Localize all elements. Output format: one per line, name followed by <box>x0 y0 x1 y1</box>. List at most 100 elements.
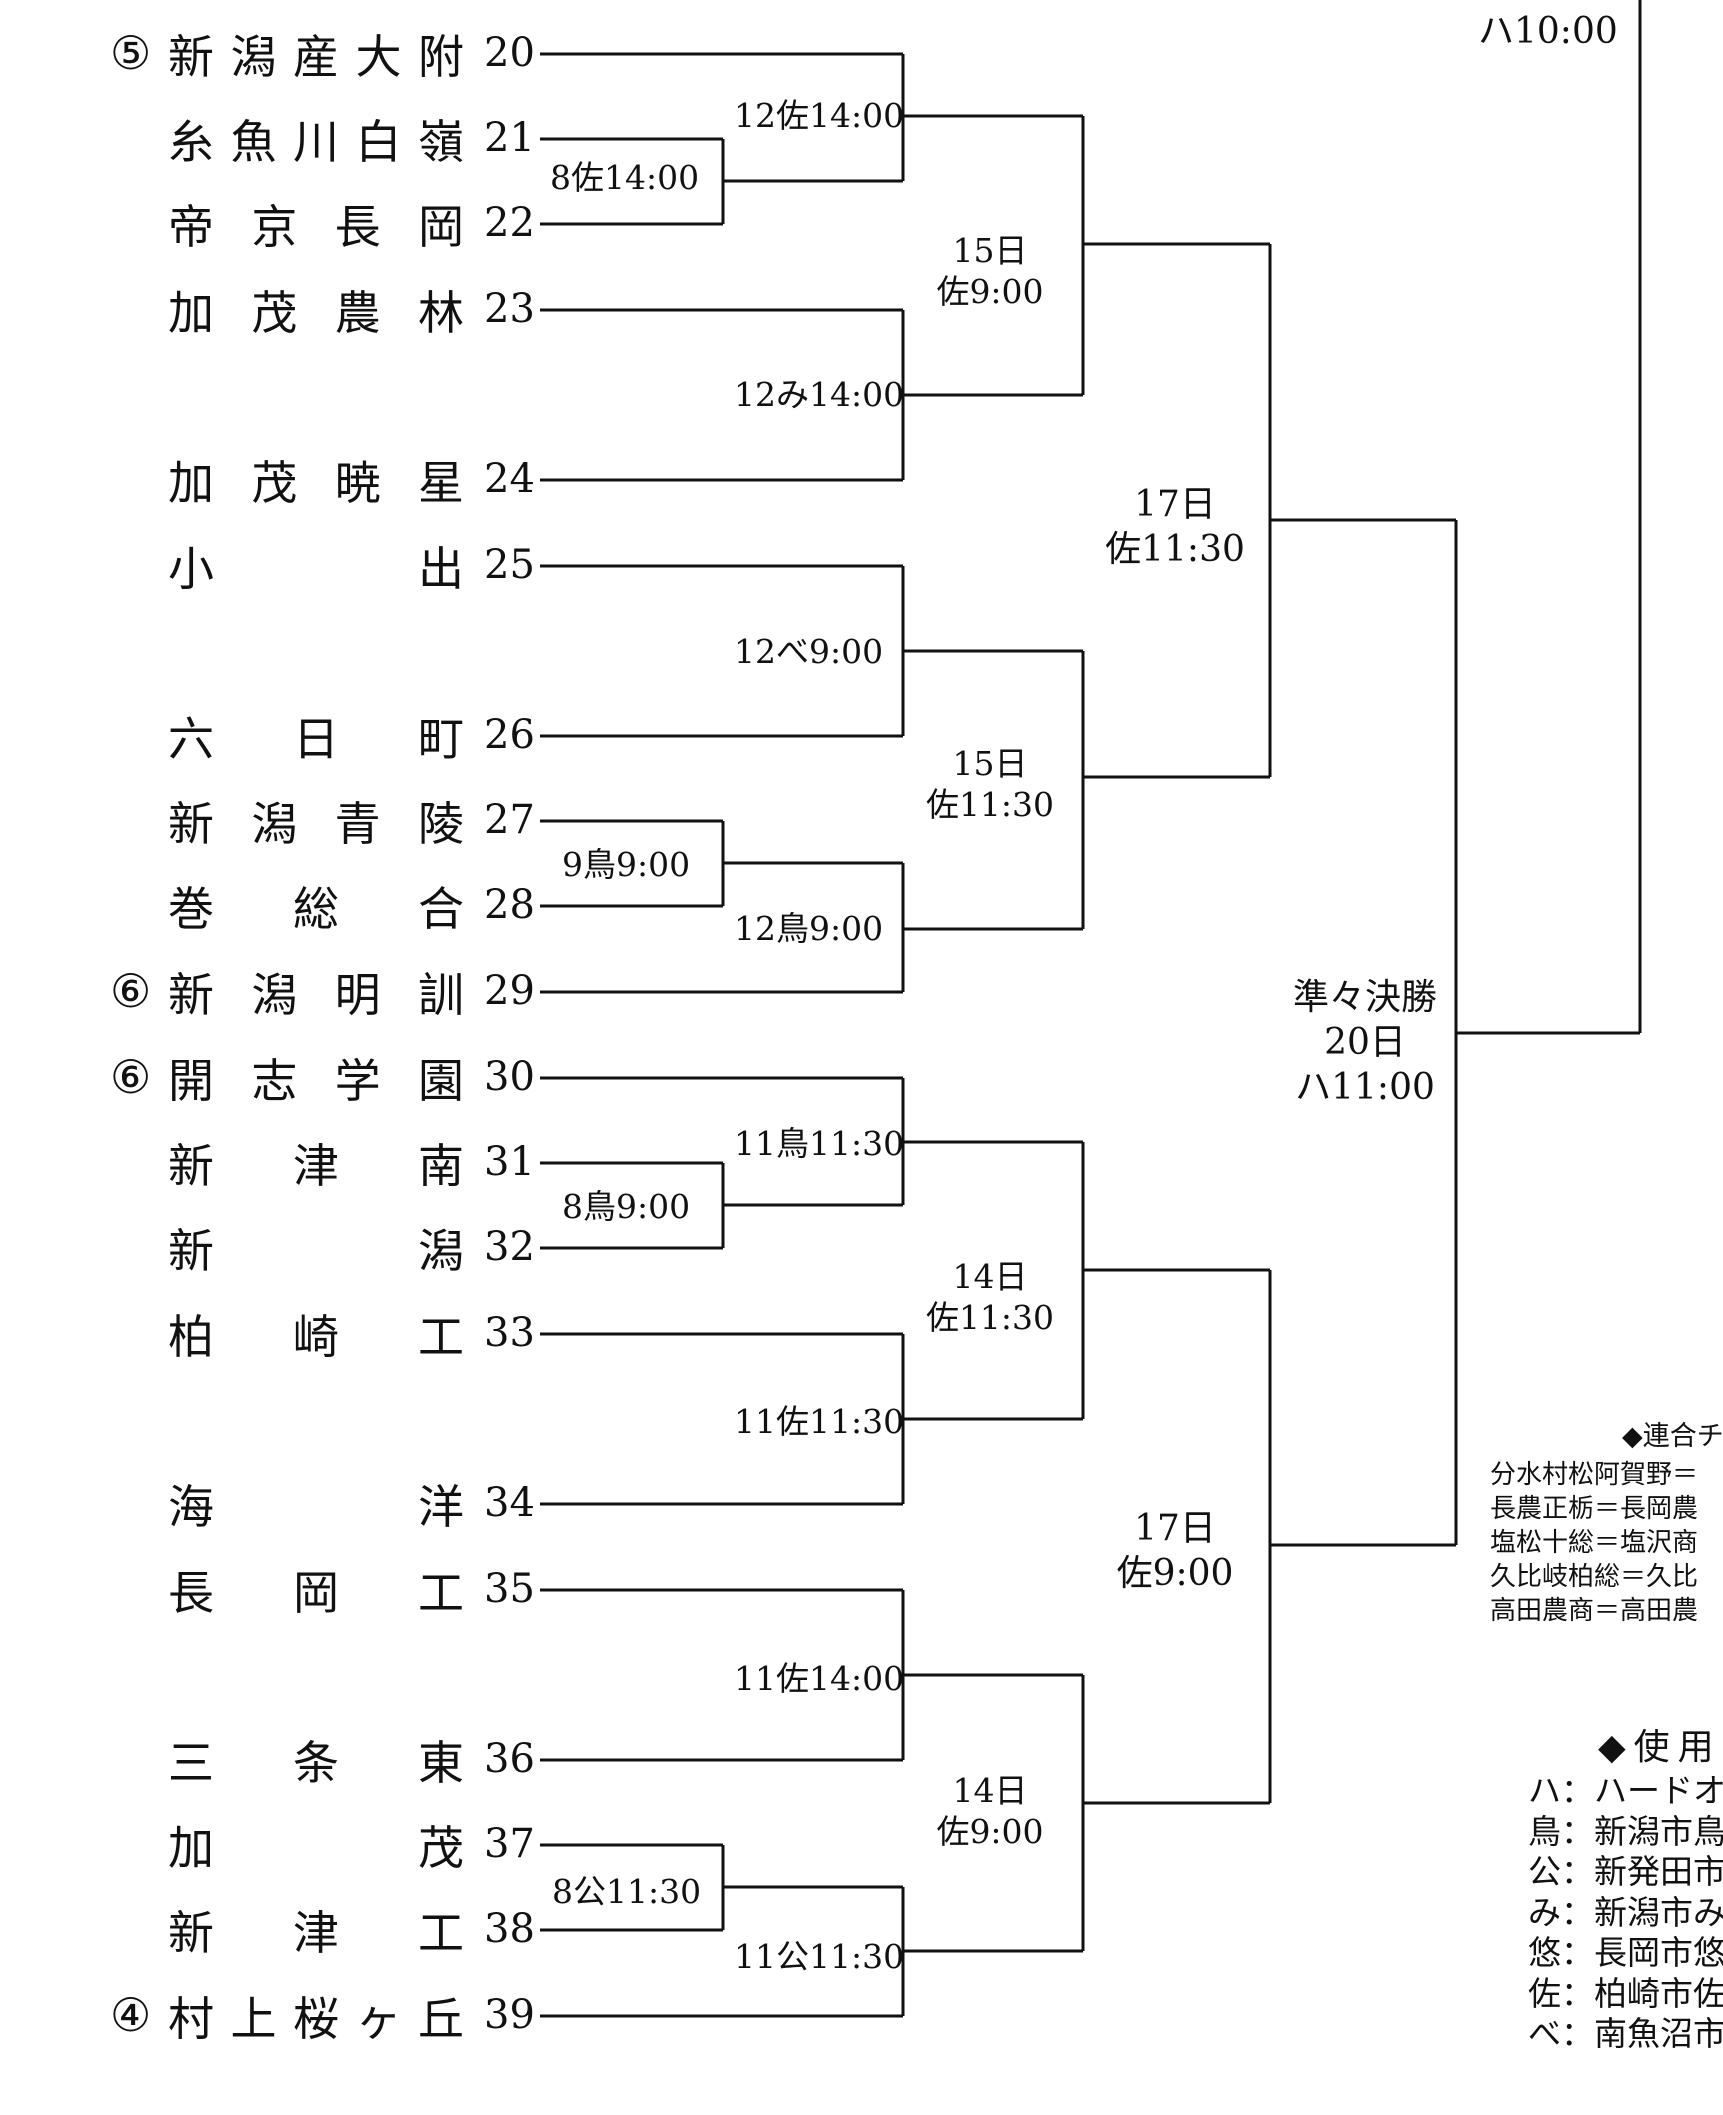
team-number: 30 <box>484 1054 535 1100</box>
team-name-char: ヶ <box>355 1992 402 2046</box>
team-name: 六日町 <box>168 706 464 766</box>
team-name-char: 工 <box>418 1310 464 1364</box>
match-label-r4-b: 17日 佐9:00 <box>1095 1506 1255 1596</box>
team-name-char: 東 <box>418 1736 464 1790</box>
team-name-char: 柏 <box>168 1310 214 1364</box>
match-time: 佐9:00 <box>1116 1553 1234 1594</box>
combined-team-line: 高田農商＝高田農 <box>1490 1596 1699 1626</box>
team-number: 25 <box>484 542 535 588</box>
team-name-char: 加 <box>168 456 214 510</box>
team-name-char: 茂 <box>418 1821 464 1875</box>
team-name-char: 新 <box>168 968 214 1022</box>
team-name-char: 加 <box>168 286 214 340</box>
match-time: 佐9:00 <box>936 1812 1044 1852</box>
team-name-char: 長 <box>334 200 381 254</box>
team-name-char: 糸 <box>168 115 214 169</box>
team-name-char: 陵 <box>417 797 464 851</box>
team-name-char: 産 <box>293 30 339 84</box>
match-label-quarterfinal: 準々決勝 20日 ハ11:00 <box>1275 975 1455 1110</box>
team-name: 加茂農林 <box>168 280 464 340</box>
team-name-char: 学 <box>334 1054 381 1108</box>
match-label-r3-d: 14日 佐9:00 <box>920 1770 1060 1853</box>
team-name-char: 津 <box>293 1139 339 1193</box>
team-name-char: 明 <box>334 968 381 1022</box>
team-number: 21 <box>484 115 535 161</box>
match-date: 17日 <box>1134 484 1216 525</box>
team-number: 27 <box>484 797 535 843</box>
team-number: 31 <box>484 1139 535 1185</box>
team-name: 新津工 <box>168 1900 464 1960</box>
match-label-r2-g: 11佐14:00 <box>734 1659 905 1698</box>
team-name-char: 新 <box>168 30 214 84</box>
team-name-char: 上 <box>230 1992 277 2046</box>
team-name-char: 村 <box>168 1992 214 2046</box>
round-title: 準々決勝 <box>1292 977 1437 1018</box>
team-name: 加茂 <box>168 1815 464 1875</box>
seed-mark: ⑤ <box>110 26 152 80</box>
venue-line: べ：南魚沼市 <box>1528 2014 1723 2053</box>
team-name: 新潟青陵 <box>168 791 464 851</box>
team-name-char: 岡 <box>417 200 464 254</box>
match-label-r2-d: 12鳥9:00 <box>734 909 884 948</box>
team-name-char: 丘 <box>418 1992 464 2046</box>
team-name: 新津南 <box>168 1133 464 1193</box>
combined-team-line: 久比岐柏総＝久比 <box>1490 1562 1699 1592</box>
match-time: ハ11:00 <box>1295 1067 1435 1108</box>
match-date: 14日 <box>952 1771 1028 1810</box>
team-name-char: 町 <box>418 712 464 766</box>
match-time: 佐11:30 <box>1105 529 1245 570</box>
team-name-char: 新 <box>168 1224 214 1278</box>
team-name-char: 巻 <box>168 882 214 936</box>
match-label-r1-21-22: 8佐14:00 <box>550 158 700 197</box>
team-name: 新潟 <box>168 1218 464 1278</box>
team-name-char: 帝 <box>168 200 214 254</box>
venues-header: ◆使用 <box>1598 1727 1722 1768</box>
team-name-char: 津 <box>293 1906 339 1960</box>
team-name-char: 洋 <box>418 1480 464 1534</box>
match-label-r2-h: 11公11:30 <box>734 1937 905 1976</box>
venue-line: 悠：長岡市悠 <box>1528 1933 1723 1972</box>
match-time: 佐11:30 <box>925 785 1055 825</box>
team-name: 小出 <box>168 536 464 596</box>
match-label-r3-a: 15日 佐9:00 <box>920 230 1060 313</box>
venue-line: み：新潟市み <box>1528 1892 1723 1932</box>
team-name-char: 林 <box>417 286 464 340</box>
team-name-char: 茂 <box>251 456 298 510</box>
team-number: 38 <box>484 1906 535 1952</box>
combined-team-line: 分水村松阿賀野＝ <box>1490 1460 1699 1490</box>
team-name: 開志学園 <box>168 1048 464 1108</box>
team-name: 長岡工 <box>168 1560 464 1620</box>
team-name-char: 嶺 <box>418 115 464 169</box>
match-label-r1-37-38: 8公11:30 <box>552 1872 702 1911</box>
team-name: 柏崎工 <box>168 1304 464 1364</box>
match-time: 佐9:00 <box>936 272 1044 312</box>
combined-team-line: 長農正栃＝長岡農 <box>1490 1494 1699 1524</box>
team-name-char: 潟 <box>251 797 298 851</box>
team-number: 36 <box>484 1736 535 1782</box>
team-name-char: 三 <box>168 1736 214 1790</box>
team-number: 23 <box>484 286 535 332</box>
team-number: 34 <box>484 1480 535 1526</box>
team-number: 33 <box>484 1310 535 1356</box>
venue-line: 佐：柏崎市佐 <box>1528 1973 1723 2013</box>
team-number: 32 <box>484 1224 535 1270</box>
seed-mark: ⑥ <box>110 1050 152 1104</box>
team-number: 24 <box>484 456 535 502</box>
match-date: 15日 <box>952 231 1028 270</box>
team-name-char: 新 <box>168 1139 214 1193</box>
team-name-char: 園 <box>417 1054 464 1108</box>
match-time: 佐11:30 <box>925 1298 1055 1338</box>
match-label-r4-a: 17日 佐11:30 <box>1095 482 1255 572</box>
venue-line: 公：新発田市 <box>1528 1852 1723 1891</box>
team-name: 新潟明訓 <box>168 962 464 1022</box>
team-name-char: 白 <box>355 115 402 169</box>
team-name-char: 訓 <box>417 968 464 1022</box>
seed-mark: ⑥ <box>110 964 152 1018</box>
match-date: 20日 <box>1324 1022 1406 1063</box>
team-name-char: 長 <box>168 1566 214 1620</box>
match-label-r3-c: 14日 佐11:30 <box>920 1256 1060 1339</box>
team-name: 帝京長岡 <box>168 194 464 254</box>
team-name-char: 大 <box>355 30 402 84</box>
match-date: 15日 <box>952 744 1028 783</box>
